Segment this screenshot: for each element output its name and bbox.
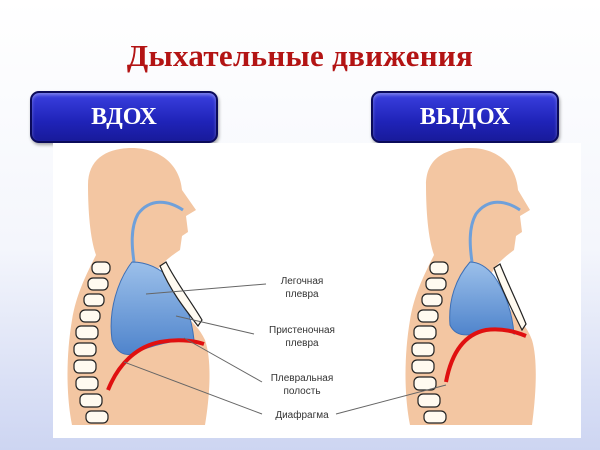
exhale-airway [468, 200, 521, 263]
leader-diaphragm-right [335, 384, 447, 415]
label-pulmonary-pleura-1: Легочная [281, 276, 324, 287]
label-diaphragm: Диафрагма [275, 409, 329, 421]
leader-parietal-pleura [175, 315, 255, 335]
label-pulmonary-pleura-2: плевра [285, 289, 319, 300]
leader-pleural-cavity [183, 337, 263, 383]
label-pleural-cavity-1: Плевральная [271, 373, 334, 384]
inhale-figure [67, 148, 210, 425]
page-title: Дыхательные движения [126, 38, 474, 73]
inhale-sternum [159, 261, 203, 328]
inhale-label: ВДОХ [91, 103, 157, 130]
inhale-airway [130, 200, 184, 263]
label-parietal-pleura-1: Пристеночная [269, 325, 335, 336]
label-pleural-cavity-2: полость [283, 386, 320, 397]
exhale-spine [411, 261, 449, 424]
exhale-badge: ВЫДОХ [371, 91, 559, 143]
exhale-diaphragm [444, 327, 527, 383]
inhale-badge: ВДОХ [30, 91, 218, 143]
leader-pulmonary-pleura [145, 283, 267, 295]
inhale-diaphragm [106, 338, 205, 391]
leader-lines [123, 283, 447, 415]
label-parietal-pleura-2: плевра [285, 338, 319, 349]
exhale-figure [405, 148, 536, 425]
inhale-spine [73, 261, 111, 424]
exhale-label: ВЫДОХ [419, 103, 511, 130]
leader-diaphragm-left [123, 361, 263, 415]
exhale-sternum [493, 263, 527, 332]
